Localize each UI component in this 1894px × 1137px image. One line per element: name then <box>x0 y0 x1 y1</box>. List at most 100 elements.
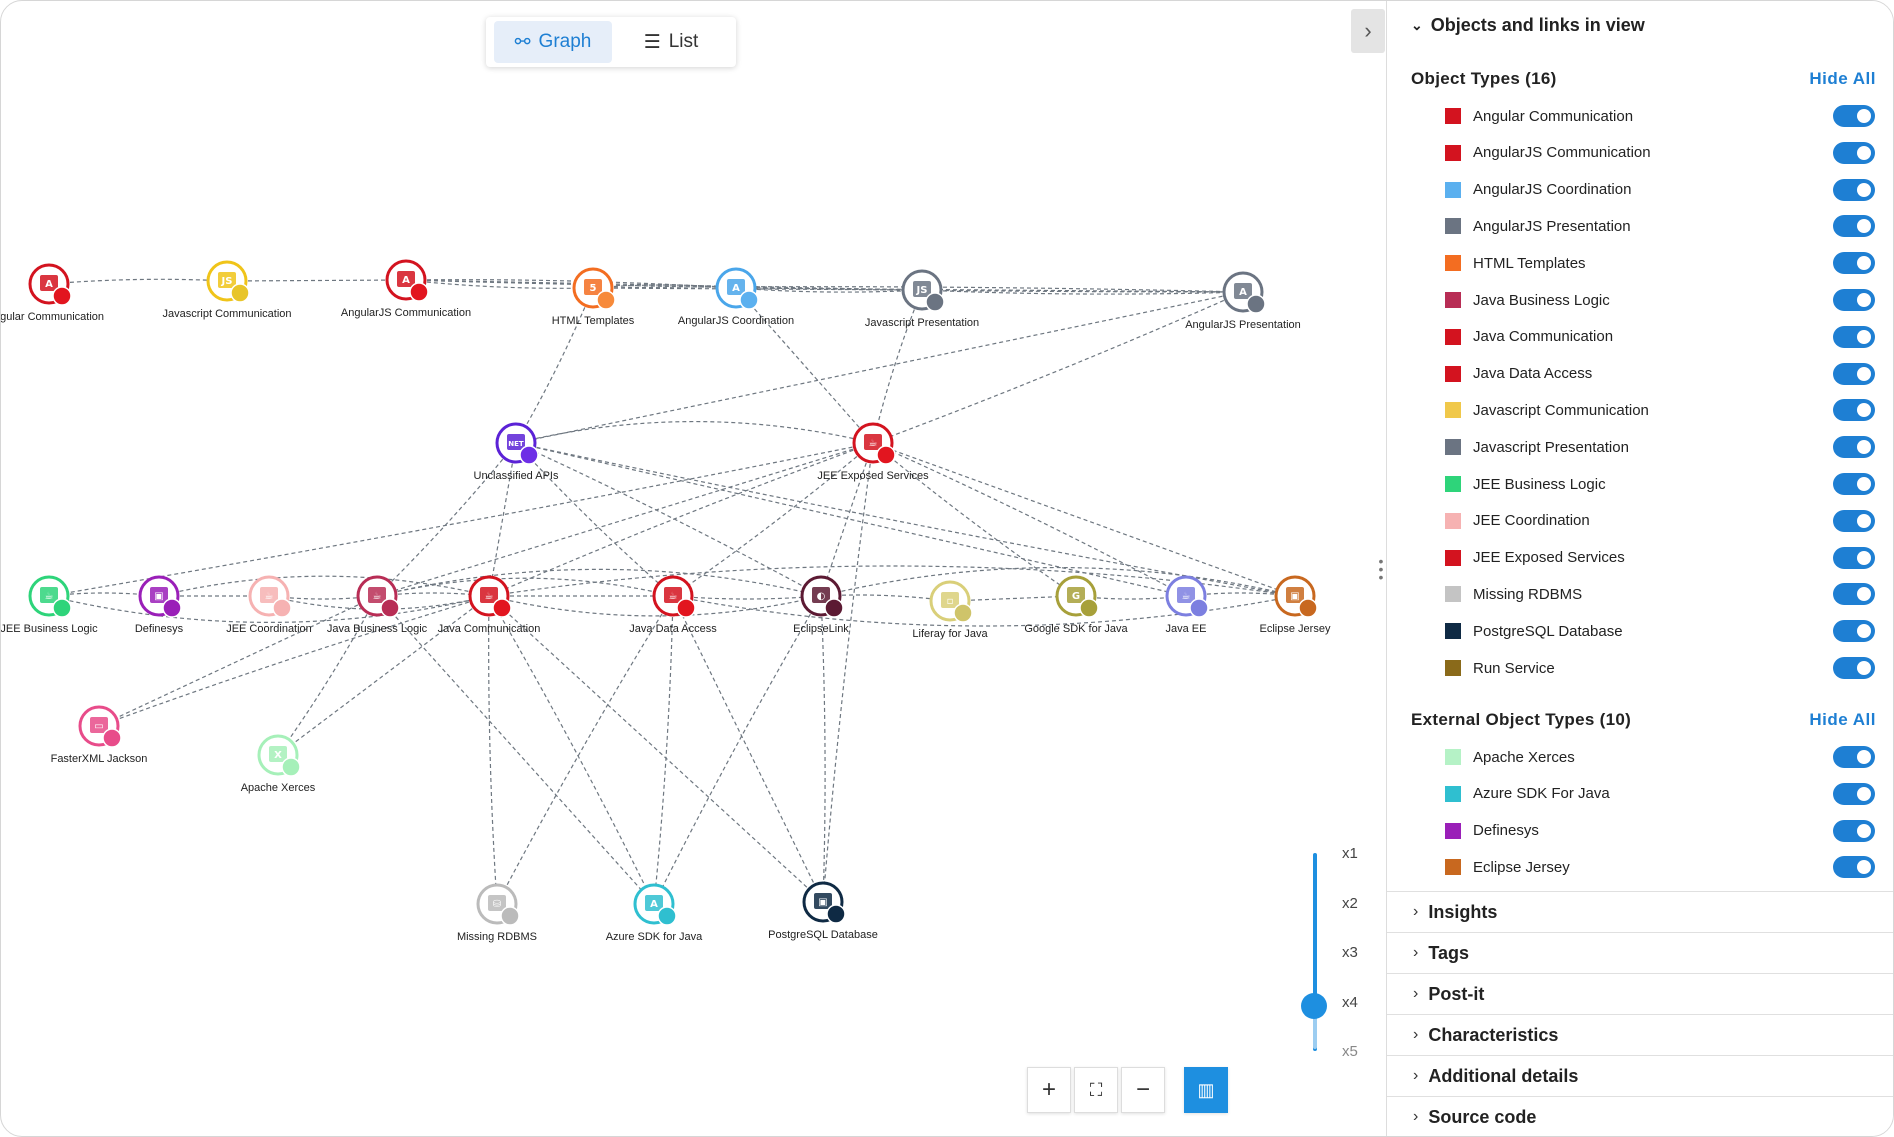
graph-link[interactable] <box>653 595 822 905</box>
graph-node[interactable]: ☕Java Data Access <box>629 575 717 635</box>
collapse-panel-button[interactable]: › <box>1351 9 1385 53</box>
graph-link[interactable] <box>872 289 923 444</box>
graph-link[interactable] <box>820 595 826 903</box>
graph-node[interactable]: ▣Definesys <box>135 575 184 635</box>
graph-link[interactable] <box>515 287 594 444</box>
external-types-hide-all-link[interactable]: Hide All <box>1809 710 1876 729</box>
graph-link[interactable] <box>405 279 594 289</box>
type-visibility-toggle[interactable] <box>1833 178 1875 201</box>
graph-node[interactable]: ▣PostgreSQL Database <box>768 881 878 941</box>
graph-link[interactable] <box>515 442 822 597</box>
zoom-out-button[interactable]: − <box>1121 1067 1165 1113</box>
graph-link[interactable] <box>158 575 490 597</box>
graph-link[interactable] <box>820 442 874 597</box>
graph-link[interactable] <box>872 442 1077 597</box>
type-visibility-toggle[interactable] <box>1833 325 1875 348</box>
type-visibility-toggle[interactable] <box>1833 289 1875 311</box>
graph-link[interactable] <box>277 595 490 756</box>
type-visibility-toggle[interactable] <box>1833 141 1875 164</box>
graph-link[interactable] <box>515 420 874 444</box>
graph-link[interactable] <box>226 279 407 282</box>
type-visibility-toggle[interactable] <box>1833 583 1875 606</box>
graph-link[interactable] <box>488 595 498 905</box>
graph-link[interactable] <box>872 442 1296 597</box>
accordion-source-code[interactable]: ›Source code <box>1387 1096 1893 1136</box>
object-types-hide-all-link[interactable]: Hide All <box>1809 69 1876 88</box>
type-visibility-toggle[interactable] <box>1833 546 1875 569</box>
graph-link[interactable] <box>376 568 822 597</box>
type-visibility-toggle[interactable] <box>1833 252 1875 275</box>
graph-node[interactable]: ▫Liferay for Java <box>912 580 988 640</box>
graph-link[interactable] <box>672 595 824 903</box>
accordion-tags[interactable]: ›Tags <box>1387 932 1893 973</box>
type-visibility-toggle[interactable] <box>1833 746 1875 768</box>
graph-link[interactable] <box>488 442 874 597</box>
graph-link[interactable] <box>405 279 737 289</box>
graph-node[interactable]: ☕JEE Exposed Services <box>817 422 929 482</box>
graph-node[interactable]: ☕Java Business Logic <box>327 575 428 635</box>
accordion-characteristics[interactable]: ›Characteristics <box>1387 1014 1893 1055</box>
graph-link[interactable] <box>735 287 874 444</box>
graph-link[interactable] <box>735 287 1244 293</box>
graph-link[interactable] <box>376 595 655 905</box>
graph-link[interactable] <box>488 595 655 905</box>
graph-link[interactable] <box>376 442 874 597</box>
type-visibility-toggle[interactable] <box>1833 399 1875 422</box>
graph-link[interactable] <box>515 442 1187 597</box>
graph-link[interactable] <box>488 595 822 617</box>
zoom-slider-thumb[interactable] <box>1301 993 1327 1019</box>
graph-link[interactable] <box>653 595 674 905</box>
graph-link[interactable] <box>515 442 1296 597</box>
graph-node[interactable]: ⛁Missing RDBMS <box>457 883 537 943</box>
graph-node[interactable]: ◐EclipseLink <box>793 575 849 635</box>
accordion-post-it[interactable]: ›Post-it <box>1387 973 1893 1014</box>
graph-node[interactable]: Angular Communication <box>1 263 104 323</box>
graph-view-button[interactable]: ⚯ Graph <box>494 21 612 63</box>
type-visibility-toggle[interactable] <box>1833 657 1875 679</box>
graph-link[interactable] <box>405 279 1244 293</box>
graph-link[interactable] <box>98 595 378 727</box>
graph-node[interactable]: ☕Java EE <box>1165 575 1209 635</box>
graph-node[interactable]: ▣Eclipse Jersey <box>1260 575 1331 635</box>
accordion-additional-details[interactable]: ›Additional details <box>1387 1055 1893 1096</box>
zoom-level-slider[interactable]: x1 x2 x3 x4 x5 <box>1301 845 1381 1061</box>
minimap-button[interactable]: ▥ <box>1184 1067 1228 1113</box>
type-visibility-toggle[interactable] <box>1833 473 1875 495</box>
panel-header[interactable]: ⌄ Objects and links in view <box>1411 15 1645 36</box>
zoom-in-button[interactable]: + <box>1027 1067 1071 1113</box>
graph-link[interactable] <box>820 566 1296 597</box>
type-visibility-toggle[interactable] <box>1833 620 1875 643</box>
graph-link[interactable] <box>277 595 378 756</box>
type-visibility-toggle[interactable] <box>1833 215 1875 238</box>
type-visibility-toggle[interactable] <box>1833 819 1875 842</box>
graph-link[interactable] <box>98 595 490 727</box>
panel-resize-handle[interactable]: ••• <box>1378 553 1384 585</box>
graph-link[interactable] <box>48 278 228 285</box>
graph-link[interactable] <box>376 577 674 597</box>
type-visibility-toggle[interactable] <box>1833 856 1875 879</box>
graph-node[interactable]: ▭FasterXML Jackson <box>51 705 148 765</box>
type-visibility-toggle[interactable] <box>1833 362 1875 385</box>
graph-link[interactable] <box>376 442 517 597</box>
graph-node[interactable]: ☕JEE Coordination <box>226 575 312 635</box>
graph-node[interactable]: ☕Java Communication <box>438 575 541 635</box>
accordion-insights[interactable]: ›Insights <box>1387 891 1893 932</box>
graph-link[interactable] <box>496 595 674 905</box>
graph-link[interactable] <box>735 287 923 293</box>
type-visibility-toggle[interactable] <box>1833 436 1875 459</box>
fit-view-button[interactable]: ⛶ <box>1074 1067 1118 1113</box>
list-view-button[interactable]: ☰ List <box>616 21 726 63</box>
graph-link[interactable] <box>822 442 874 903</box>
graph-link[interactable] <box>672 595 822 600</box>
graph-link[interactable] <box>872 291 1244 444</box>
